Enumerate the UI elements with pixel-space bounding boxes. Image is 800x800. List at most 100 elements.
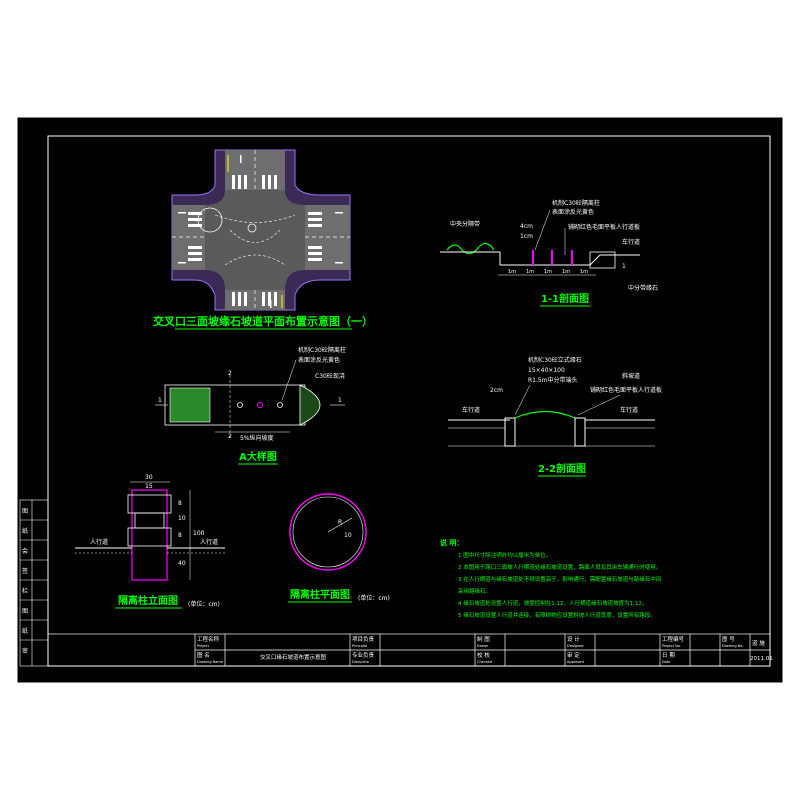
elev-dim-width: 30 <box>145 474 153 481</box>
svg-text:纸: 纸 <box>22 527 28 535</box>
tb-projno-label: 工程编号 <box>662 635 685 643</box>
svg-text:1m: 1m <box>526 269 534 275</box>
s2-slope-label: 斜坡道 <box>622 372 640 380</box>
svg-text:Designed: Designed <box>567 644 583 648</box>
section-2-2: 机制C30砼立式缘石 15×40×100 R1.5m中分带端头 斜坡道 铺砌红色… <box>448 356 662 477</box>
title-block: 工程名称 Project 图 名 Drawing Name 交叉口缘石坡道布置示… <box>47 633 773 667</box>
tb-approve-label: 审 定 <box>567 651 580 659</box>
s2-dim-2cm: 2cm <box>490 387 503 394</box>
section-1-mark: 1 <box>622 263 626 270</box>
note-3: 3 在人行横道与缘石坡道处不得设置高于，影响通行，需配置缘石坡道与路缘石中间 <box>458 575 661 583</box>
bollards <box>532 250 573 265</box>
dim-1cm: 1cm <box>520 233 533 240</box>
detail-a-callout <box>197 207 223 233</box>
median-vegetation <box>446 242 495 255</box>
detail-a-width-label: 5%纵向坡度 <box>240 434 274 442</box>
svg-text:栏: 栏 <box>22 587 28 595</box>
svg-text:Drawing No.: Drawing No. <box>722 644 743 648</box>
note-5: 4 缘石坡道处设置人行道，坡度控制在1:12，人行横道缘石坡道坡度为1:12。 <box>458 599 647 607</box>
section-1-title: 1-1剖面图 <box>541 292 589 305</box>
carriageway-label-1: 车行道 <box>622 238 640 246</box>
plan-r-label: R <box>338 519 342 526</box>
detail-a-mark-2: 2 <box>228 370 232 377</box>
tb-drawing-name: 交叉口缘石坡道布置示意图 <box>260 653 327 661</box>
svg-text:Drawing Name: Drawing Name <box>197 660 223 664</box>
elev-dim-b: 10 <box>178 515 186 522</box>
tb-sheet-no: 道 施 <box>752 639 765 647</box>
paving-label-1: 铺砌红色毛面平板人行道板 <box>568 223 640 231</box>
bollard-elevation: 人行道 人行道 30 15 8 10 8 40 100 隔离柱立面图 (单位：c… <box>75 474 225 609</box>
tactile-paving <box>169 387 211 423</box>
svg-text:Project: Project <box>197 644 210 648</box>
tb-drawn-label: 制 图 <box>477 635 490 643</box>
bollard-circle-inner <box>292 496 364 568</box>
svg-text:审: 审 <box>22 647 28 655</box>
dim-4cm: 4cm <box>520 223 533 230</box>
tb-design-label: 项目负责 <box>352 635 375 643</box>
unit-note-1: (单位：cm) <box>188 600 220 608</box>
drawing-canvas <box>17 117 783 683</box>
intersection-core <box>205 190 305 290</box>
detail-a-round-label: C30砼现浇 <box>315 372 345 380</box>
svg-text:Checked: Checked <box>477 660 492 664</box>
side-labels: 图 纸 会 签 栏 图 纸 审 <box>22 508 28 655</box>
bollard-circle-outer <box>289 493 367 571</box>
detail-a-mark-1b: 1 <box>338 397 342 404</box>
plan-dim: 10 <box>344 532 352 539</box>
tb-drawing-label: 图 名 <box>197 651 210 659</box>
bollard-body <box>131 489 168 581</box>
tb-check-label: 校 核 <box>477 651 490 659</box>
tb-date: 2011.01 <box>750 656 773 662</box>
detail-a-bollard-color: 表面涂反光黄色 <box>298 356 340 364</box>
rounded-nose <box>299 384 321 426</box>
bollard-elev-title: 隔离柱立面图 <box>118 594 178 607</box>
svg-text:1m: 1m <box>508 269 516 275</box>
bollard-plan: R 10 隔离柱平面图 (单位：cm) <box>288 493 390 603</box>
detail-a-mark-2b: 2 <box>228 433 232 440</box>
svg-text:图: 图 <box>22 508 28 515</box>
s2-curb-stone: R1.5m中分带端头 <box>528 376 578 384</box>
elev-dim-top: 15 <box>145 483 153 490</box>
detail-a-title: A大样图 <box>239 450 277 463</box>
tb-date-label: 日 期 <box>662 652 675 659</box>
dim-sequence: 1m 1m 1m 1m 1m <box>508 269 588 275</box>
s2-paving-label: 铺砌红色毛面平板人行道板 <box>590 386 662 394</box>
svg-text:图: 图 <box>22 608 28 615</box>
detail-a: 1 1 2 2 机制C30砼隔离柱 表面涂反光黄色 C30砼现浇 5%纵向坡度 … <box>155 346 346 465</box>
s2-left-road: 车行道 <box>462 406 480 414</box>
intersection-plan: 交叉口三面坡缘石坡道平面布置示意图（一） <box>153 149 373 330</box>
s2-curb-label: 机制C30砼立式缘石 <box>528 356 582 364</box>
note-4: 采用路缘石。 <box>458 587 491 595</box>
curb-label-1: 中分带缘石 <box>628 284 658 292</box>
right-sidewalk: 人行道 <box>200 538 218 546</box>
bollard-label-1: 机制C30砼隔离柱 <box>552 199 600 207</box>
svg-text:Discipline: Discipline <box>352 660 369 664</box>
svg-text:1m: 1m <box>580 269 588 275</box>
bollard-plan-title: 隔离柱平面图 <box>290 588 350 601</box>
tb-review-label: 设 计 <box>567 635 580 643</box>
svg-text:会: 会 <box>22 547 28 555</box>
tb-sheet-label: 图 号 <box>722 635 735 643</box>
svg-text:签: 签 <box>22 567 28 575</box>
notes-heading: 说 明： <box>440 538 463 547</box>
median-label: 中央分隔带 <box>450 220 480 228</box>
svg-text:Project No.: Project No. <box>662 644 681 648</box>
elev-dim-d: 40 <box>178 560 186 567</box>
s2-right-road: 车行道 <box>620 406 638 414</box>
svg-text:纸: 纸 <box>22 627 28 635</box>
notes-list: 1 图中尺寸除注明外均以厘米为单位。 2 本图用于路口三面坡人行横道处缘石坡道设… <box>458 551 661 619</box>
svg-text:Principal: Principal <box>352 644 367 648</box>
s2-curb-size: 15×40×100 <box>528 367 565 374</box>
elev-dim-c: 8 <box>178 532 182 539</box>
ramp-surface <box>514 410 576 419</box>
detail-a-bollard-label: 机制C30砼隔离柱 <box>298 346 346 354</box>
detail-a-mark-1: 1 <box>158 397 162 404</box>
svg-text:Date: Date <box>662 660 670 664</box>
note-6: 5 缘石坡道设置人行道并连接，有障碍物应设置斜坡人行道宽度，设置所有路段。 <box>458 611 656 619</box>
elev-dim-a: 8 <box>178 500 182 507</box>
plan-title: 交叉口三面坡缘石坡道平面布置示意图（一） <box>153 314 373 328</box>
svg-text:1m: 1m <box>562 269 570 275</box>
section-1-1: 中央分隔带 机制C30砼隔离柱 表面涂反光黄色 铺砌红色毛面平板人行道板 车行道… <box>440 199 658 307</box>
outer-frame <box>16 116 784 684</box>
